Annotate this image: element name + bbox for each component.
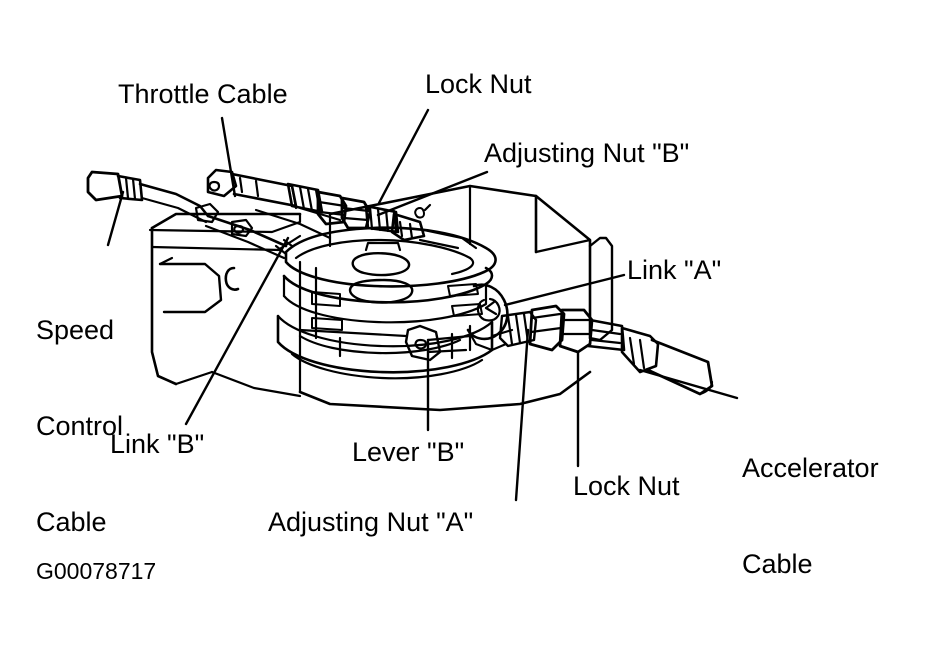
callout-link-b: Link "B" xyxy=(110,429,205,459)
callout-throttle-cable: Throttle Cable xyxy=(118,79,288,109)
leader-link-a xyxy=(503,273,626,307)
leader-lock-nut-top xyxy=(377,108,430,205)
leader-throttle-cable xyxy=(220,116,237,198)
leader-link-b xyxy=(184,236,290,426)
throttle-body-bracket xyxy=(148,184,614,412)
callout-speed-control-line-3: Cable xyxy=(36,507,107,537)
callout-adjusting-nut-a: Adjusting Nut "A" xyxy=(268,507,474,537)
callout-speed-control-line-1: Speed xyxy=(36,315,115,345)
callout-link-a: Link "A" xyxy=(627,255,722,285)
callout-speed-control-cable: Speed Control Cable xyxy=(36,250,123,602)
cam-pulley-assembly xyxy=(276,226,497,380)
callout-accelerator-line-2: Cable xyxy=(742,549,813,579)
callout-accelerator-line-1: Accelerator xyxy=(742,453,879,483)
callout-adjusting-nut-b: Adjusting Nut "B" xyxy=(484,138,690,168)
callout-lock-nut-top: Lock Nut xyxy=(425,69,532,99)
link-b-rod xyxy=(274,238,294,256)
left-cable-assembly xyxy=(86,168,478,260)
leader-lines xyxy=(106,108,739,502)
callout-lever-b: Lever "B" xyxy=(352,437,465,467)
accelerator-cable-assembly xyxy=(498,304,714,396)
callout-accelerator-cable: Accelerator Cable xyxy=(742,388,879,644)
callout-speed-control-line-2: Control xyxy=(36,411,124,441)
figure-id-code: G00078717 xyxy=(36,558,157,584)
lever-b-assembly xyxy=(298,324,472,362)
link-a-arm xyxy=(466,283,514,352)
leader-adjusting-nut-a xyxy=(514,328,530,502)
leader-speed-control-cable xyxy=(106,190,125,247)
callout-lock-nut-bottom: Lock Nut xyxy=(573,471,680,501)
